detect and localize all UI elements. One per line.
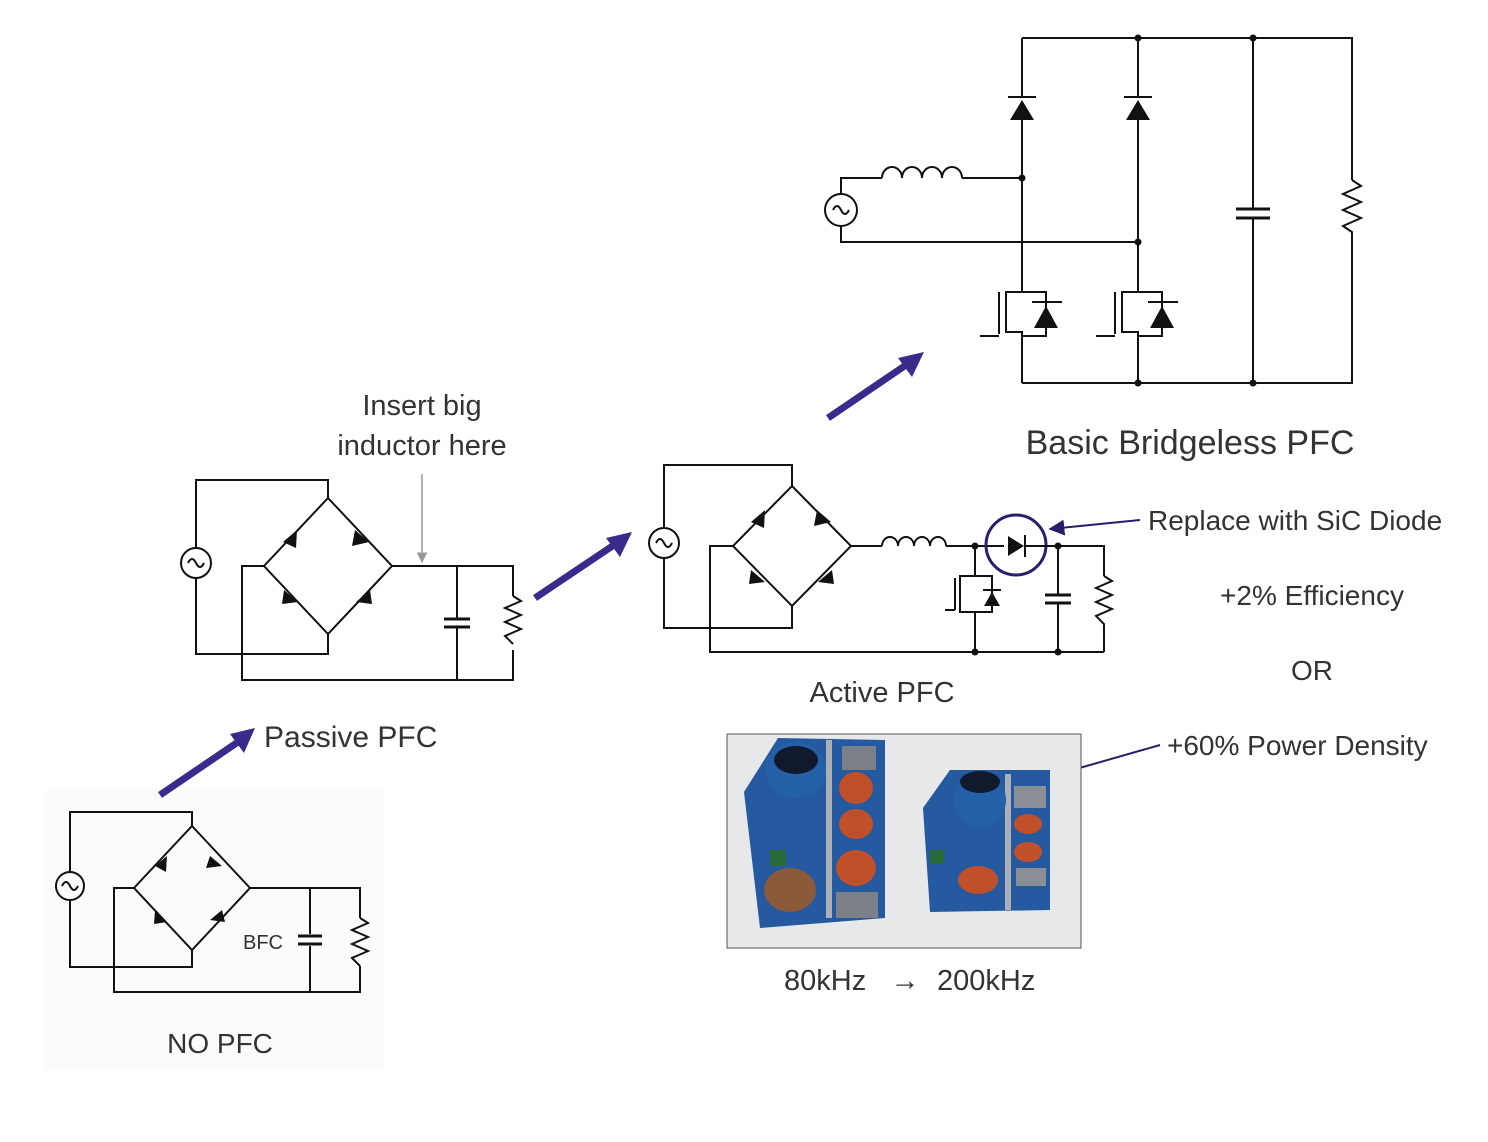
progression-arrowhead-2 [606, 532, 632, 557]
resistor-icon [1340, 179, 1364, 246]
ac-source-icon [824, 193, 858, 227]
diode-icon [1008, 535, 1026, 557]
pcb-200khz [923, 770, 1050, 912]
freq-arrow: → [891, 965, 920, 997]
no-pfc-label: NO PFC [167, 1028, 273, 1059]
capacitor-icon [1045, 593, 1071, 605]
ac-source-icon [55, 871, 85, 901]
diode-icon [1124, 96, 1152, 120]
efficiency-label: +2% Efficiency [1220, 580, 1404, 611]
pcb-comparison-photo [726, 733, 1082, 949]
mosfet-icon [980, 286, 1062, 383]
active-pfc-label: Active PFC [809, 677, 954, 709]
capacitor-icon [444, 617, 470, 629]
progression-arrow-3 [826, 362, 908, 421]
sic-annotation-arrow [1048, 519, 1141, 536]
capacitor-icon [1236, 207, 1270, 220]
insert-note-line2: inductor here [337, 430, 506, 462]
diode-icon [1008, 96, 1036, 120]
active-pfc-circuit: Active PFC [648, 464, 1115, 709]
pcb-80khz [744, 738, 885, 928]
mosfet-icon [1096, 286, 1178, 383]
passive-pfc-label: Passive PFC [264, 721, 437, 754]
inductor-icon [881, 166, 963, 179]
progression-arrow-2 [533, 542, 616, 601]
progression-arrowhead-3 [898, 352, 924, 377]
bridgeless-pfc-label: Basic Bridgeless PFC [1026, 424, 1355, 462]
or-label: OR [1291, 655, 1333, 686]
insert-note-line1: Insert big [362, 390, 481, 422]
freq-to-label: 200kHz [937, 965, 1035, 997]
diode-icon [282, 530, 372, 604]
resistor-icon [1093, 575, 1115, 652]
progression-arrowhead-1 [230, 728, 255, 753]
resistor-icon [502, 595, 524, 645]
bridgeless-pfc-circuit: Basic Bridgeless PFC [824, 34, 1364, 462]
passive-pfc-circuit: Insert big inductor here Passive PFC [180, 390, 524, 754]
mosfet-icon [945, 546, 1001, 652]
ac-source-icon [180, 547, 212, 579]
bfc-label: BFC [243, 932, 283, 954]
ac-source-icon [648, 527, 680, 559]
power-density-label: +60% Power Density [1167, 730, 1428, 761]
diode-icon [749, 510, 834, 584]
inductor-icon [881, 536, 947, 547]
progression-arrow-1 [158, 739, 240, 798]
resistor-icon [349, 917, 371, 967]
no-pfc-circuit: BFC NO PFC [44, 790, 384, 1070]
replace-sic-label: Replace with SiC Diode [1148, 505, 1442, 536]
diode-icon [154, 856, 225, 924]
capacitor-icon [298, 934, 322, 946]
freq-from-label: 80kHz [784, 965, 866, 997]
